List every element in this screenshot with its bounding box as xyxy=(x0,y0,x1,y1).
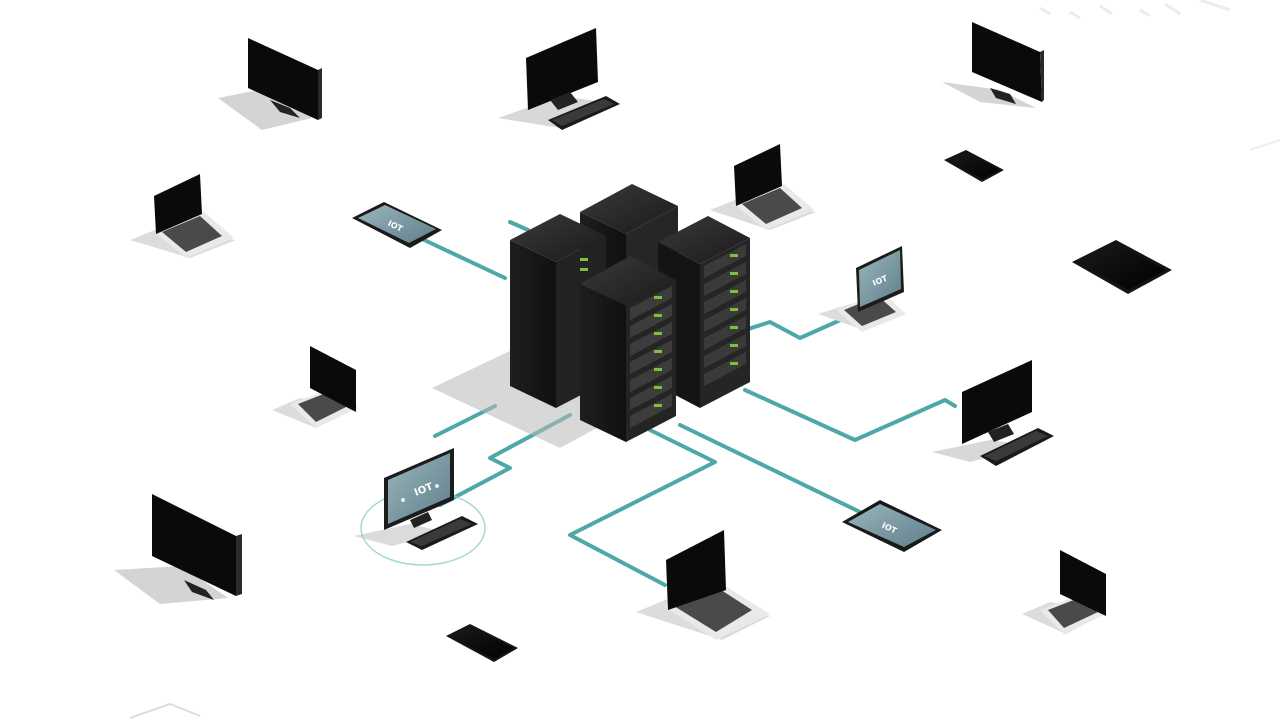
keyboard xyxy=(406,516,478,550)
keyboard xyxy=(548,96,620,130)
connection-top-stub xyxy=(508,220,530,232)
connection-laptop-right xyxy=(743,316,847,340)
phone-bottom xyxy=(446,624,518,662)
network-connections xyxy=(418,220,957,587)
laptop-bottom-right xyxy=(1022,550,1106,634)
monitor-top-right xyxy=(942,22,1044,108)
connection-tablet-top-left xyxy=(418,236,507,280)
monitor-top-left xyxy=(218,38,322,130)
laptop-mid-left xyxy=(272,346,358,428)
monitor-top-center xyxy=(498,28,620,130)
connection-tablet-bottom-right xyxy=(678,423,862,514)
server-bays-front xyxy=(630,286,672,428)
server-bays-right xyxy=(704,244,746,386)
tablet-right xyxy=(1072,240,1172,294)
server-cluster xyxy=(432,184,750,448)
monitor-right xyxy=(932,360,1054,466)
laptop-left xyxy=(130,174,236,258)
server-rack-front xyxy=(580,256,676,442)
server-leds xyxy=(580,258,588,271)
laptop-right-iot: IOT xyxy=(818,246,906,332)
tablet-top-left: IOT xyxy=(352,202,442,248)
server-leds xyxy=(654,296,662,407)
background-corner-mark xyxy=(129,702,201,719)
laptop-bottom-center xyxy=(636,530,770,640)
monitor-highlighted: IOT xyxy=(354,448,478,550)
connection-monitor-highlighted xyxy=(438,413,572,507)
tablet-bottom-right: IOT xyxy=(842,500,942,552)
laptop-top-right xyxy=(710,144,816,230)
monitor-bottom-left xyxy=(114,494,242,604)
connection-laptop-bottom xyxy=(568,428,717,587)
server-leds xyxy=(730,254,738,365)
keyboard xyxy=(980,428,1054,466)
server-shadow xyxy=(432,350,630,448)
connection-monitor-right xyxy=(743,388,957,442)
phone-top-right xyxy=(944,150,1004,182)
background-pattern xyxy=(1039,0,1280,151)
